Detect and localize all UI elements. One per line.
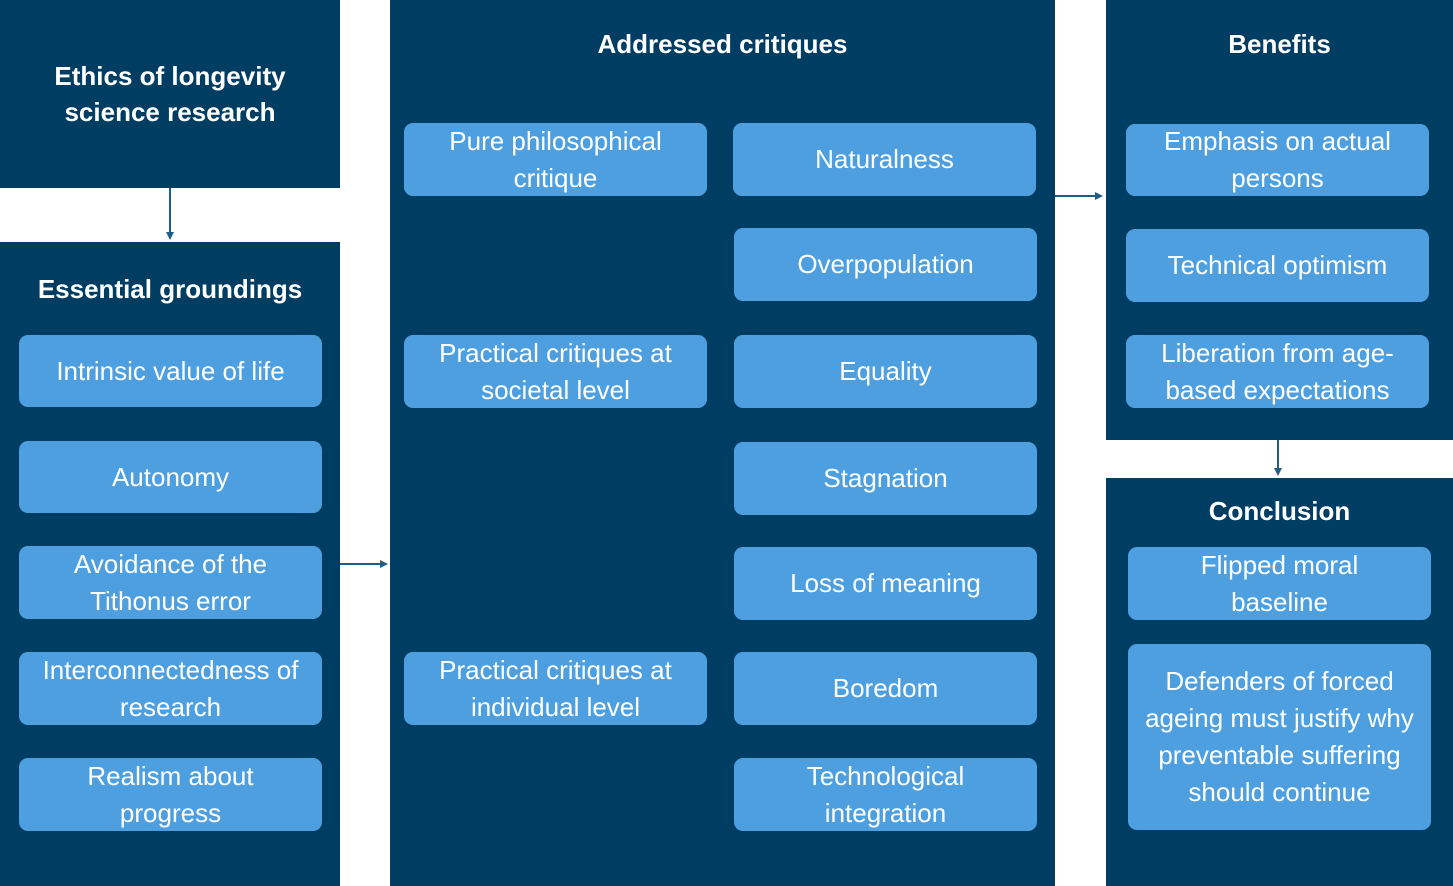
groundings-panel: Essential groundings Intrinsic value of … bbox=[0, 242, 340, 886]
grounding-item: Intrinsic value of life bbox=[19, 335, 322, 407]
critique-item: Loss of meaning bbox=[734, 547, 1037, 620]
grounding-item: Autonomy bbox=[19, 441, 322, 513]
critique-group-label: Pure philosophical critique bbox=[404, 123, 707, 196]
benefit-item: Liberation from age-based expectations bbox=[1126, 335, 1429, 408]
critique-item: Naturalness bbox=[733, 123, 1036, 196]
critique-item: Technological integration bbox=[734, 758, 1037, 831]
critique-item: Overpopulation bbox=[734, 228, 1037, 301]
critique-group-label: Practical critiques at individual level bbox=[404, 652, 707, 725]
critique-item: Boredom bbox=[734, 652, 1037, 725]
benefits-title: Benefits bbox=[1228, 29, 1331, 59]
critique-item: Equality bbox=[734, 335, 1037, 408]
conclusion-title: Conclusion bbox=[1208, 496, 1351, 526]
grounding-item: Avoidance of the Tithonus error bbox=[19, 546, 322, 619]
groundings-title: Essential groundings bbox=[37, 274, 303, 304]
ethics-title: Ethics of longevity science research bbox=[54, 61, 286, 127]
benefits-panel: Benefits Emphasis on actual persons Tech… bbox=[1106, 0, 1453, 440]
benefit-item: Technical optimism bbox=[1126, 229, 1429, 302]
conclusion-panel: Conclusion Flipped moral baseline Defend… bbox=[1106, 478, 1453, 886]
conclusion-item: Defenders of forced ageing must justify … bbox=[1128, 644, 1431, 830]
critiques-title: Addressed critiques bbox=[597, 29, 848, 59]
critique-group-label: Practical critiques at societal level bbox=[404, 335, 707, 408]
critique-item: Stagnation bbox=[734, 442, 1037, 515]
conclusion-item: Flipped moral baseline bbox=[1128, 547, 1431, 620]
benefit-item: Emphasis on actual persons bbox=[1126, 124, 1429, 196]
ethics-panel: Ethics of longevity science research bbox=[0, 0, 340, 188]
grounding-item: Interconnectedness of research bbox=[19, 652, 322, 725]
grounding-item: Realism about progress bbox=[19, 758, 322, 831]
